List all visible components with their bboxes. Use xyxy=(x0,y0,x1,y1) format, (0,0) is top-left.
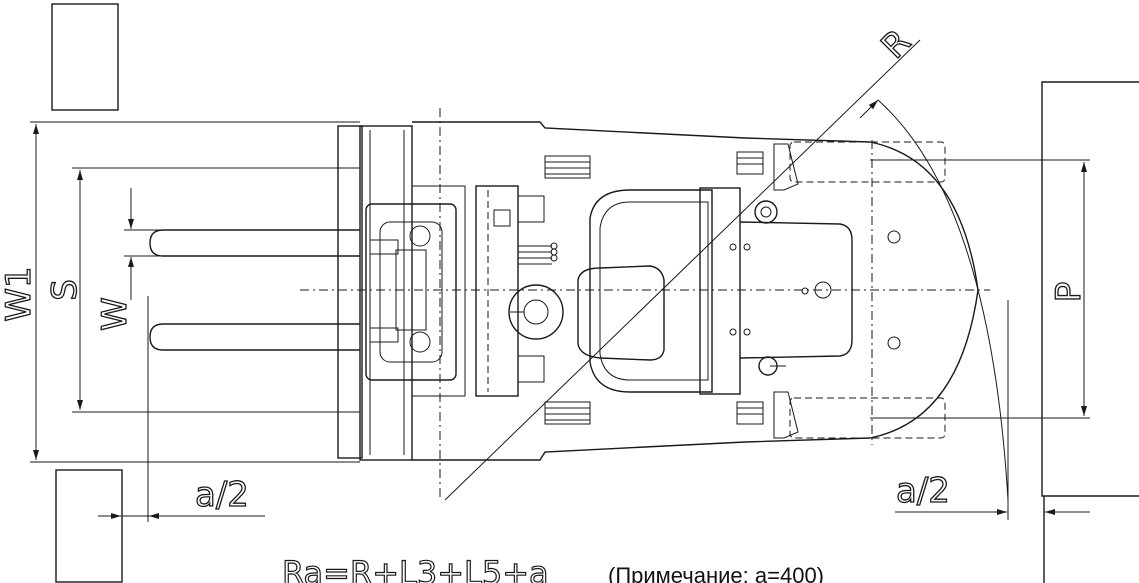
label-a-half-left: a/2 xyxy=(195,475,249,515)
dimension-a-half-right xyxy=(895,300,1090,520)
label-a-half-right: a/2 xyxy=(896,471,950,511)
fork-lower xyxy=(149,323,360,351)
pallet-box-top-left xyxy=(51,3,119,111)
label-r: R xyxy=(874,22,919,67)
aisle-box-right xyxy=(1041,81,1139,583)
dimension-s xyxy=(72,167,360,413)
step-plate-top-right xyxy=(736,151,764,175)
dimension-w1 xyxy=(30,121,360,463)
operator-seat xyxy=(577,189,713,393)
fork-upper xyxy=(149,229,360,257)
label-p: P xyxy=(1049,282,1089,303)
mast xyxy=(337,125,457,461)
label-w1: W1 xyxy=(0,266,39,321)
control-levers xyxy=(518,242,558,265)
dimension-w xyxy=(124,188,360,300)
steering-wheel xyxy=(508,284,564,340)
note: (Примечание: a=400) xyxy=(608,563,824,583)
pallet-box-bottom-left xyxy=(55,469,123,583)
dimension-p xyxy=(870,159,1090,419)
turning-radius-r xyxy=(444,39,1009,501)
label-s: S xyxy=(45,279,85,301)
step-plate-bottom-left xyxy=(544,401,591,425)
rear-wheel-upper xyxy=(773,141,946,191)
rear-frame xyxy=(699,187,901,395)
label-w: W xyxy=(95,297,135,331)
formula: Ra=R+L3+L5+a xyxy=(282,554,549,583)
dimension-a-half-left xyxy=(98,296,265,522)
step-plate-bottom-right xyxy=(736,401,764,425)
step-plate-top-left xyxy=(544,155,591,179)
chassis-body xyxy=(412,121,979,461)
